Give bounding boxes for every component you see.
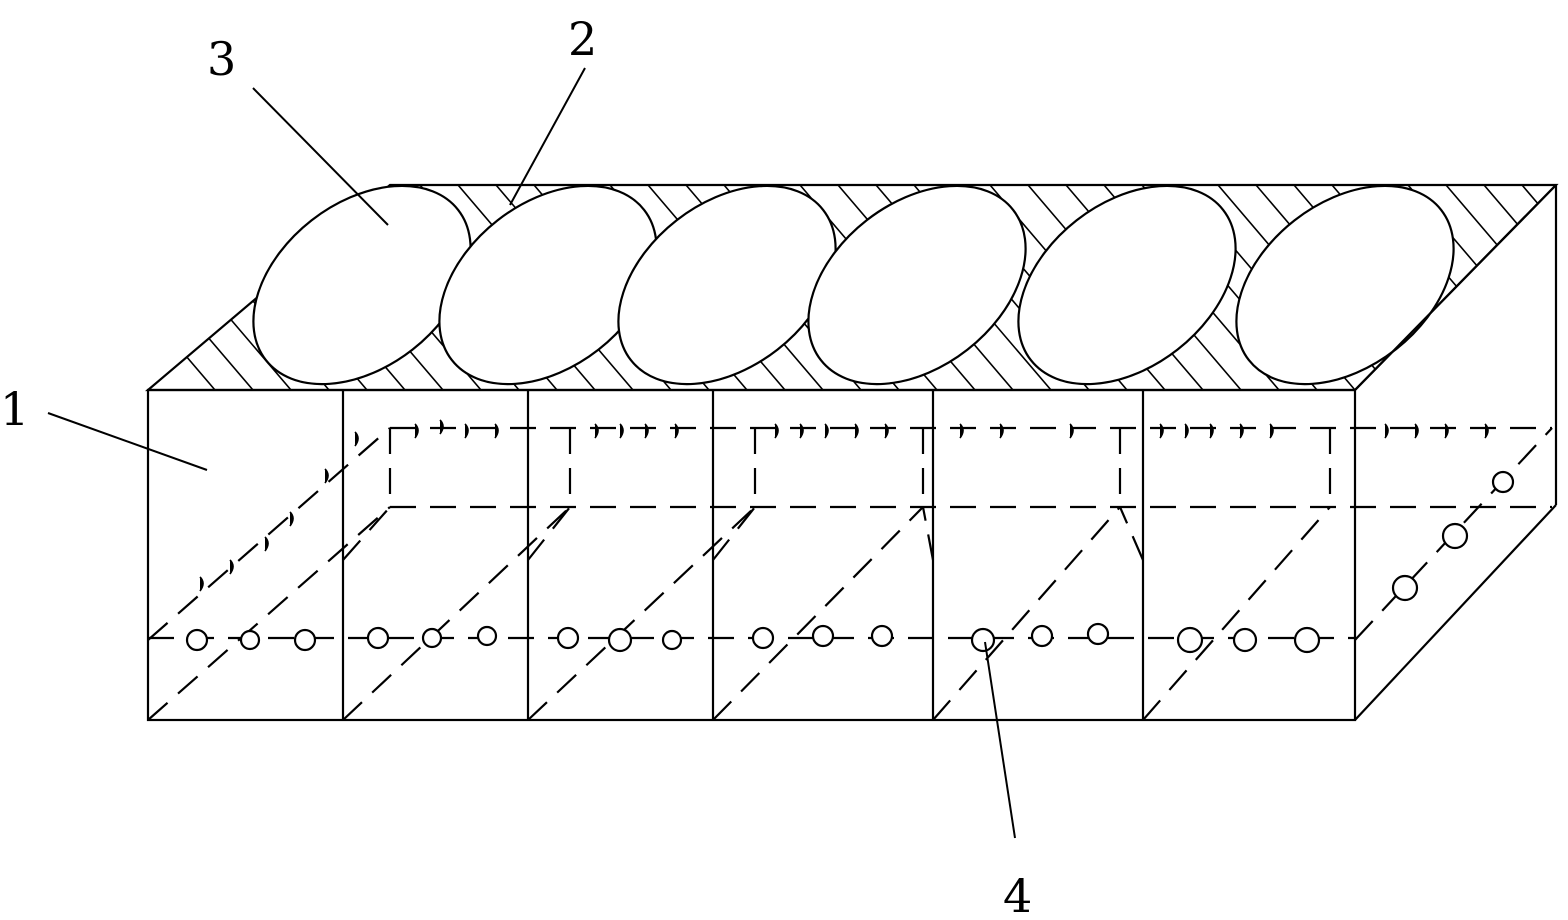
hidden-lines xyxy=(147,426,1553,721)
hole xyxy=(556,626,580,650)
tick-mark xyxy=(619,423,624,439)
hole xyxy=(1232,627,1258,653)
tick-mark xyxy=(264,536,269,552)
hatch-line xyxy=(148,185,254,390)
hatch-line xyxy=(1445,185,1556,390)
hole xyxy=(476,625,498,647)
tick-mark xyxy=(1484,423,1489,439)
tick-mark xyxy=(1269,423,1274,439)
tick-mark xyxy=(594,423,599,439)
tick-mark xyxy=(494,423,499,439)
tick-mark xyxy=(824,423,829,439)
tick-marks xyxy=(199,419,1489,592)
hole xyxy=(1441,522,1469,550)
front-face xyxy=(146,388,1357,722)
hole xyxy=(811,624,835,648)
leader-lines xyxy=(47,67,1016,839)
hole xyxy=(1086,622,1110,646)
holes xyxy=(185,470,1515,654)
tick-mark xyxy=(854,423,859,439)
hole xyxy=(366,626,390,650)
hole xyxy=(1176,626,1204,654)
hatch-line xyxy=(1521,185,1556,390)
tick-mark xyxy=(199,576,204,592)
hole xyxy=(185,628,209,652)
tick-mark xyxy=(774,423,779,439)
hole xyxy=(239,629,261,651)
tick-mark xyxy=(1414,423,1419,439)
tick-mark xyxy=(884,423,889,439)
tick-mark xyxy=(464,423,469,439)
tick-mark xyxy=(999,423,1004,439)
tick-mark xyxy=(1209,423,1214,439)
tick-mark xyxy=(1069,423,1074,439)
hole xyxy=(1030,624,1054,648)
hole xyxy=(661,629,683,651)
tick-mark xyxy=(959,423,964,439)
label-4: 4 xyxy=(1003,869,1032,920)
tick-mark xyxy=(1184,423,1189,439)
tick-mark xyxy=(644,423,649,439)
tick-mark xyxy=(799,423,804,439)
hole xyxy=(421,627,443,649)
hatch-line xyxy=(148,185,216,390)
label-2: 2 xyxy=(568,12,597,66)
tick-mark xyxy=(414,423,419,439)
hole xyxy=(293,628,317,652)
hatch-line xyxy=(1560,185,1568,390)
hole xyxy=(1391,574,1419,602)
hole xyxy=(870,624,894,648)
tick-mark xyxy=(289,511,294,527)
tick-mark xyxy=(354,431,359,447)
label-3: 3 xyxy=(207,32,236,86)
ellipse-openings xyxy=(252,184,1455,386)
ellipse-opening xyxy=(617,184,837,386)
ellipse-opening xyxy=(1017,184,1237,386)
label-1: 1 xyxy=(0,382,29,436)
tick-mark xyxy=(439,419,444,435)
tick-mark xyxy=(1444,423,1449,439)
ellipse-opening xyxy=(807,184,1027,386)
tick-mark xyxy=(324,468,329,484)
hole xyxy=(1293,626,1321,654)
hatch-line xyxy=(1483,185,1556,390)
ellipse-opening xyxy=(438,184,658,386)
hole xyxy=(1491,470,1515,494)
ellipse-opening xyxy=(252,184,472,386)
tick-mark xyxy=(1159,423,1164,439)
tick-mark xyxy=(229,559,234,575)
side-face xyxy=(1354,184,1558,721)
hole xyxy=(751,626,775,650)
tick-mark xyxy=(674,423,679,439)
tick-mark xyxy=(1384,423,1389,439)
tick-mark xyxy=(1239,423,1244,439)
hole xyxy=(607,627,633,653)
hole xyxy=(970,627,996,653)
